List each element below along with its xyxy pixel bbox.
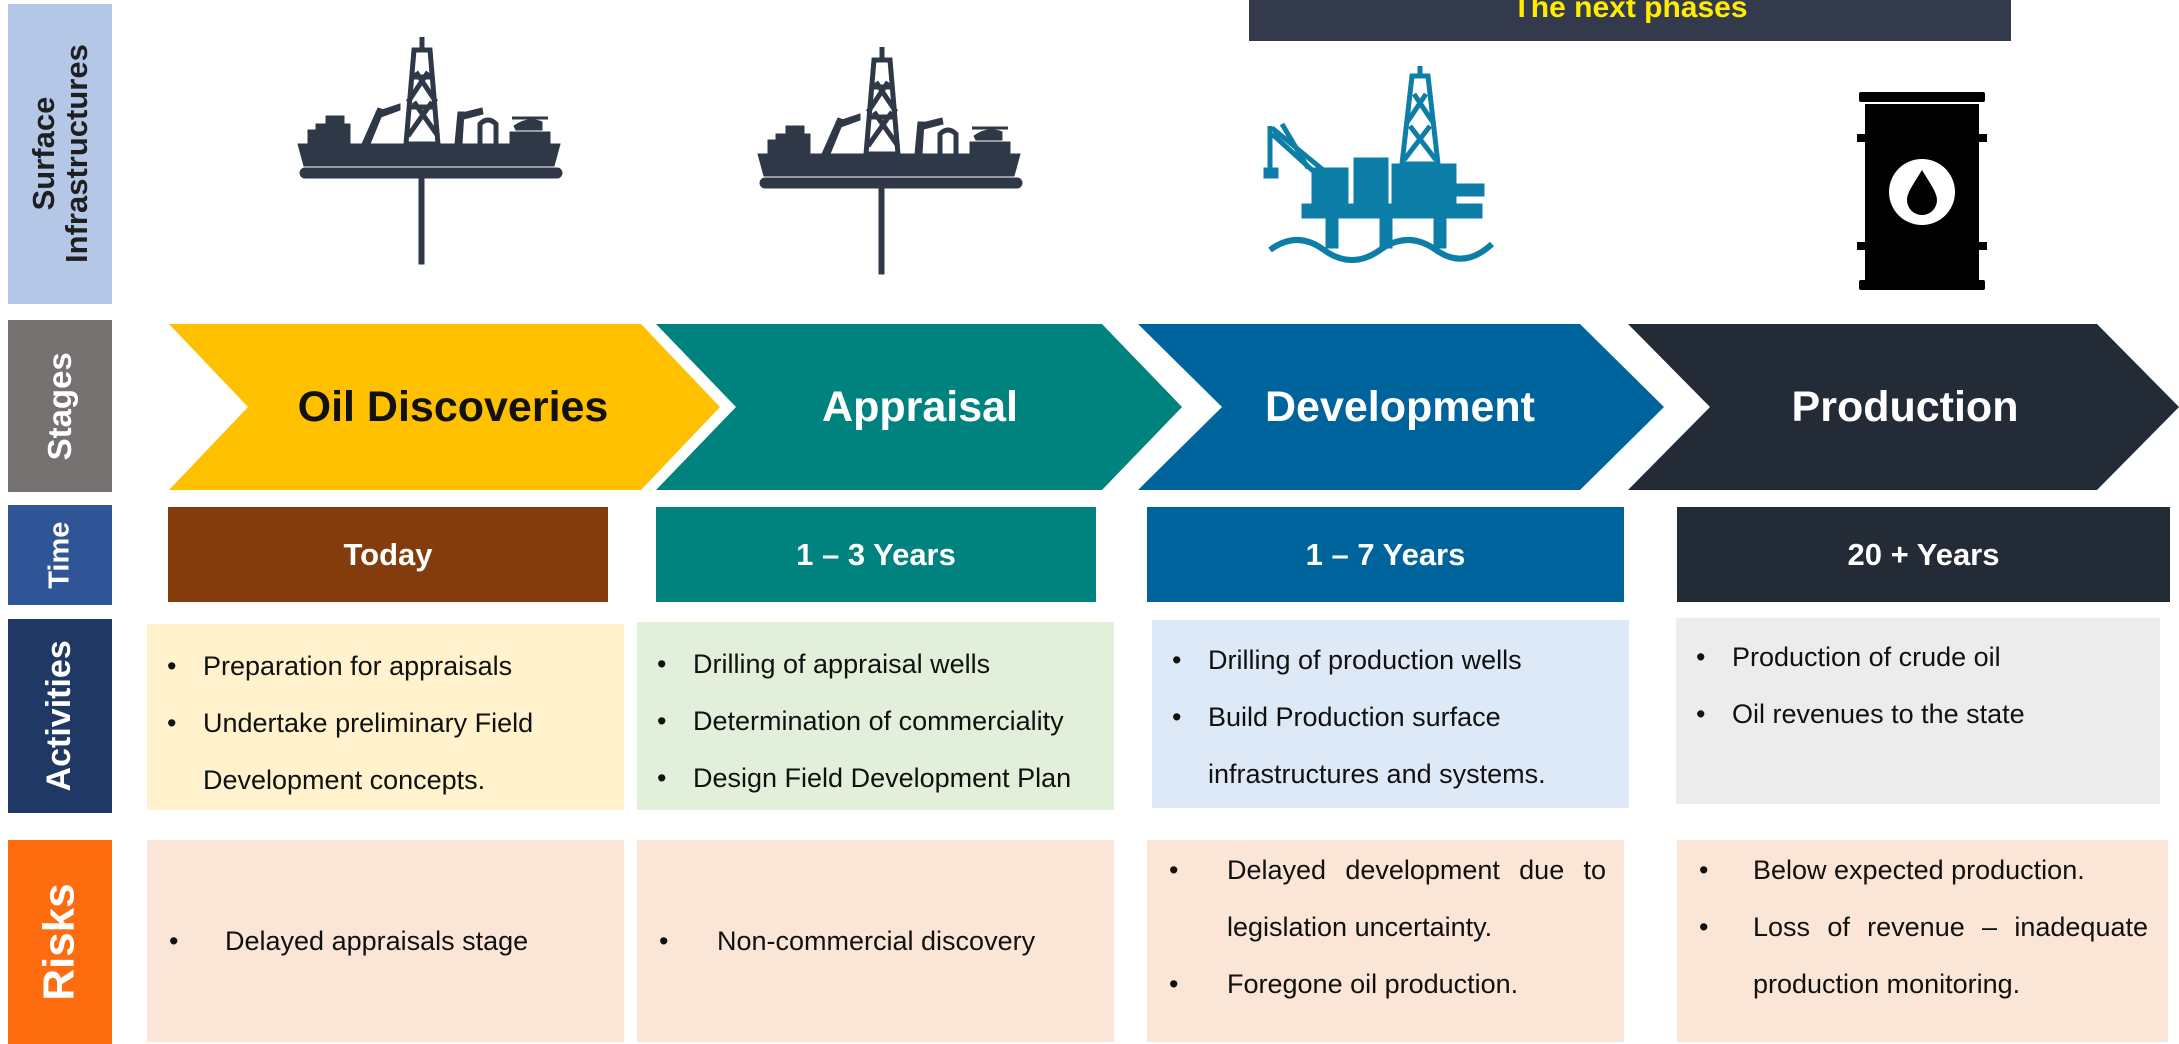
activities-box-development: Drilling of production wells Build Produ… [1152,620,1629,808]
risk-item: Delayed appraisals stage [147,913,624,970]
time-box-oil-discoveries: Today [168,507,608,602]
chevron-production [1628,324,2179,490]
row-label-surface: Surface Infrastructures [8,4,112,304]
time-box-production: 20 + Years [1677,507,2170,602]
activities-box-oil-discoveries: Preparation for appraisals Undertake pre… [147,624,624,810]
risks-box-production: Below expected production. Loss of reven… [1677,840,2168,1042]
offshore-platform-icon [1263,66,1495,263]
activity-item: Oil revenues to the state [1676,686,2160,743]
stage-label-production: Production [1791,382,2019,431]
time-box-development: 1 – 7 Years [1147,507,1624,602]
risks-box-oil-discoveries: Delayed appraisals stage [147,840,624,1042]
chevron-development [1138,324,1664,490]
activities-box-appraisal: Drilling of appraisal wells Determinatio… [637,622,1114,810]
row-label-stages: Stages [8,320,112,492]
risk-item: Below expected production. [1677,842,2148,899]
next-phases-label: The next phases [1512,0,1748,24]
chevron-oil-discoveries [169,324,720,490]
stage-label-development: Development [1264,382,1535,431]
drillship-icon [757,47,1023,275]
next-phases-banner: The next phases [1249,0,2011,41]
activities-box-production: Production of crude oil Oil revenues to … [1676,618,2160,804]
activity-item: Undertake preliminary Field Development … [147,695,624,809]
activity-item: Drilling of appraisal wells [637,636,1114,693]
row-label-activities: Activities [8,619,112,813]
activity-item: Build Production surface infrastructures… [1152,689,1629,803]
activity-item: Determination of commerciality [637,693,1114,750]
risk-item: Delayed development due to legislation u… [1147,842,1606,956]
oil-barrel-icon [1857,92,1987,290]
row-label-risks: Risks [8,840,112,1044]
activity-item: Production of crude oil [1676,629,2160,686]
risks-box-appraisal: Non-commercial discovery [637,840,1114,1042]
activity-item: Design Field Development Plan [637,750,1114,807]
drillship-icon [297,37,563,265]
stage-label-oil-discoveries: Oil Discoveries [297,382,609,431]
risk-item: Foregone oil production. [1147,956,1606,1013]
activity-item: Drilling of production wells [1152,632,1629,689]
risks-box-development: Delayed development due to legislation u… [1147,840,1624,1042]
risk-item: Loss of revenue – inadequate production … [1677,899,2148,1013]
activity-item: Preparation for appraisals [147,638,624,695]
row-label-time: Time [8,505,112,605]
chevron-appraisal [656,324,1182,490]
stage-label-appraisal: Appraisal [822,382,1018,431]
risk-item: Non-commercial discovery [637,913,1114,970]
time-box-appraisal: 1 – 3 Years [656,507,1096,602]
